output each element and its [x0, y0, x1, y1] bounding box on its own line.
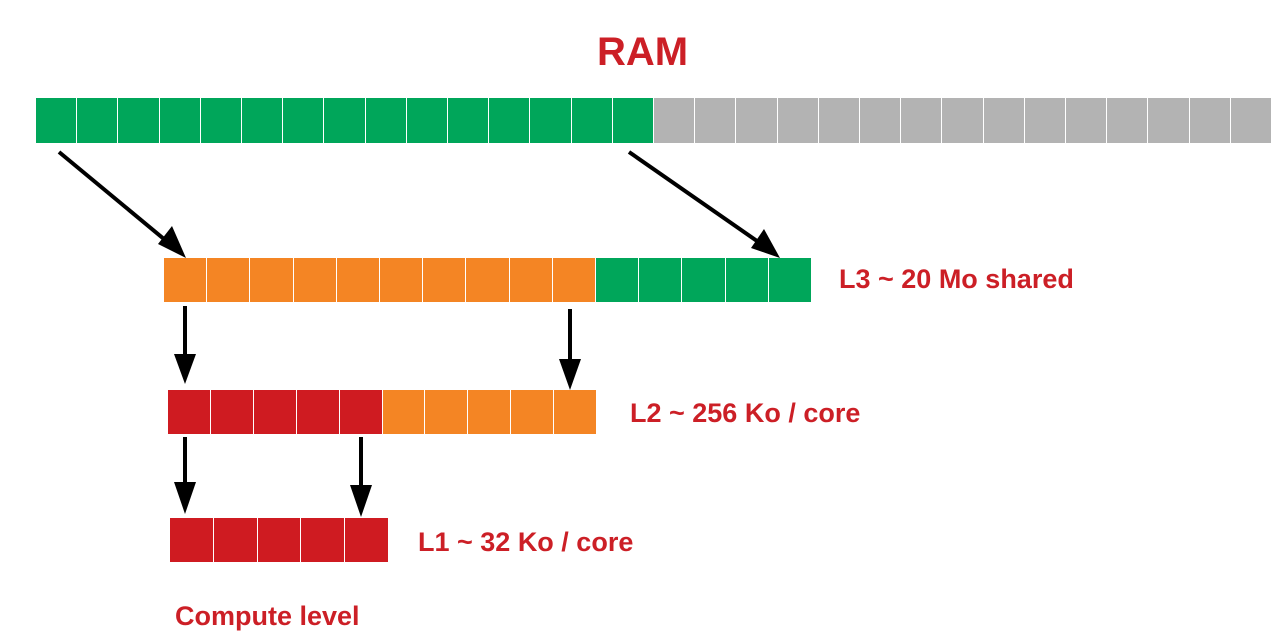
l2-cache-blocks	[168, 390, 597, 434]
memory-block-gray	[1023, 98, 1066, 143]
memory-block-green	[76, 98, 118, 143]
memory-block-orange	[206, 258, 250, 302]
l1-label: L1 ~ 32 Ko / core	[418, 527, 634, 557]
memory-block-gray	[776, 98, 818, 143]
memory-block-red	[338, 390, 382, 434]
memory-block-green	[595, 258, 639, 302]
memory-block-red	[212, 518, 257, 562]
memory-block-green	[158, 98, 200, 143]
arrowhead-l2-to-l1-left	[174, 482, 196, 514]
memory-block-orange	[553, 390, 597, 434]
memory-block-orange	[551, 258, 596, 302]
arrowhead-l3-to-l2-left	[174, 354, 196, 384]
ram-blocks	[36, 98, 1272, 143]
memory-block-orange	[164, 258, 207, 302]
memory-block-orange	[292, 258, 336, 302]
memory-block-green	[681, 258, 725, 302]
memory-block-green	[767, 258, 812, 302]
memory-block-orange	[379, 258, 423, 302]
memory-block-green	[611, 98, 654, 143]
memory-block-orange	[510, 390, 554, 434]
memory-block-green	[36, 98, 77, 143]
memory-block-gray	[1065, 98, 1107, 143]
memory-block-green	[323, 98, 365, 143]
memory-block-orange	[467, 390, 511, 434]
memory-block-green	[364, 98, 406, 143]
memory-block-gray	[735, 98, 777, 143]
arrowhead-ram-to-l3-left	[158, 226, 186, 258]
memory-block-green	[447, 98, 489, 143]
memory-block-gray	[1188, 98, 1230, 143]
memory-block-gray	[982, 98, 1024, 143]
arrow-ram-to-l3-left	[57, 150, 178, 251]
memory-block-orange	[424, 390, 468, 434]
memory-block-green	[529, 98, 571, 143]
memory-block-gray	[1106, 98, 1148, 143]
memory-block-orange	[465, 258, 509, 302]
memory-block-gray	[1229, 98, 1272, 143]
memory-block-red	[295, 390, 339, 434]
memory-block-orange	[422, 258, 466, 302]
arrowhead-l3-to-l2-right	[559, 359, 581, 390]
memory-block-orange	[381, 390, 425, 434]
memory-block-gray	[694, 98, 736, 143]
l2-label: L2 ~ 256 Ko / core	[630, 398, 861, 428]
memory-block-orange	[335, 258, 380, 302]
memory-block-gray	[941, 98, 983, 143]
memory-block-red	[252, 390, 296, 434]
compute-level-label: Compute level	[175, 601, 360, 631]
memory-block-gray	[900, 98, 942, 143]
memory-block-green	[638, 258, 682, 302]
ram-title: RAM	[596, 30, 689, 74]
memory-block-green	[117, 98, 159, 143]
memory-block-red	[168, 390, 210, 434]
memory-block-gray	[653, 98, 695, 143]
memory-block-gray	[817, 98, 860, 143]
memory-block-red	[256, 518, 301, 562]
arrow-ram-to-l3-right	[627, 150, 772, 252]
memory-block-red	[300, 518, 345, 562]
memory-block-green	[488, 98, 530, 143]
arrowhead-ram-to-l3-right	[751, 229, 780, 258]
memory-block-orange	[508, 258, 552, 302]
memory-block-green	[724, 258, 768, 302]
memory-block-gray	[1147, 98, 1189, 143]
l1-cache-blocks	[170, 518, 388, 562]
memory-block-green	[282, 98, 324, 143]
memory-block-green	[241, 98, 283, 143]
memory-block-green	[405, 98, 448, 143]
memory-block-red	[209, 390, 253, 434]
arrowhead-l2-to-l1-right	[350, 485, 372, 517]
memory-block-green	[570, 98, 612, 143]
memory-block-red	[344, 518, 388, 562]
memory-block-red	[170, 518, 213, 562]
memory-block-green	[199, 98, 242, 143]
memory-block-orange	[249, 258, 293, 302]
memory-block-gray	[859, 98, 901, 143]
l3-cache-blocks	[164, 258, 812, 302]
l3-label: L3 ~ 20 Mo shared	[839, 264, 1074, 294]
